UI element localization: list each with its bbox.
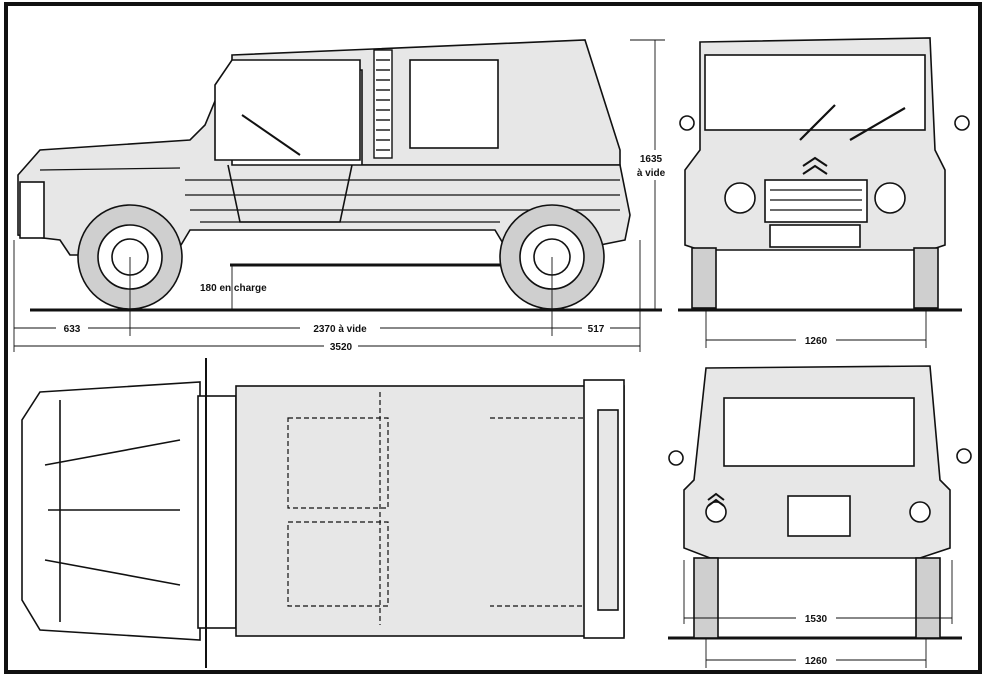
rear-mirror-right xyxy=(956,448,972,464)
front-view: 1260 xyxy=(678,37,970,348)
sheet-border xyxy=(4,2,982,674)
rear-tire-right xyxy=(915,557,941,639)
top-view xyxy=(21,358,625,668)
front-door-window xyxy=(214,59,361,161)
mirror-left xyxy=(679,115,695,131)
rear-tire-left xyxy=(693,557,719,639)
rear-light-right xyxy=(909,501,931,523)
headlight-left xyxy=(724,182,756,214)
front-grille-side xyxy=(19,181,45,239)
rear-view: 1530 1260 xyxy=(668,365,972,668)
vent-slats xyxy=(376,59,390,151)
side-view xyxy=(13,39,665,352)
overall-length: 3520 xyxy=(330,342,353,353)
front-tire-right xyxy=(913,247,939,309)
front-tire-left xyxy=(691,247,717,309)
front-track: 1260 xyxy=(805,336,828,347)
rear-width: 1530 xyxy=(805,614,828,625)
mirror-right xyxy=(954,115,970,131)
door-outline xyxy=(227,164,353,223)
vent-grille xyxy=(373,49,393,159)
rear-side-window xyxy=(409,59,499,149)
height-value: 1635 xyxy=(640,154,663,165)
bonnet xyxy=(21,381,201,641)
chevron-logo-rear xyxy=(707,492,725,507)
rear-overhang: 517 xyxy=(588,324,605,335)
rear-mirror-left xyxy=(668,450,684,466)
rear-window xyxy=(723,397,915,467)
front-grille xyxy=(764,179,868,223)
headlight-right xyxy=(874,182,906,214)
side-view-dimensions: 1635 à vide 180 en charge 633 2370 à vid… xyxy=(56,150,668,353)
roof-top xyxy=(235,385,625,637)
rear-track: 1260 xyxy=(805,656,828,667)
seat-front-right xyxy=(287,521,389,607)
rear-plate xyxy=(787,495,851,537)
wheelbase: 2370 à vide xyxy=(313,324,367,335)
front-overhang: 633 xyxy=(64,324,81,335)
chevron-logo-front xyxy=(802,156,828,175)
windshield xyxy=(704,54,926,131)
ground-clearance: 180 en charge xyxy=(200,283,267,294)
rear-light-left xyxy=(705,501,727,523)
windshield-top xyxy=(197,395,237,629)
front-plate xyxy=(769,224,861,248)
seat-front-left xyxy=(287,417,389,509)
height-note: à vide xyxy=(637,168,666,179)
